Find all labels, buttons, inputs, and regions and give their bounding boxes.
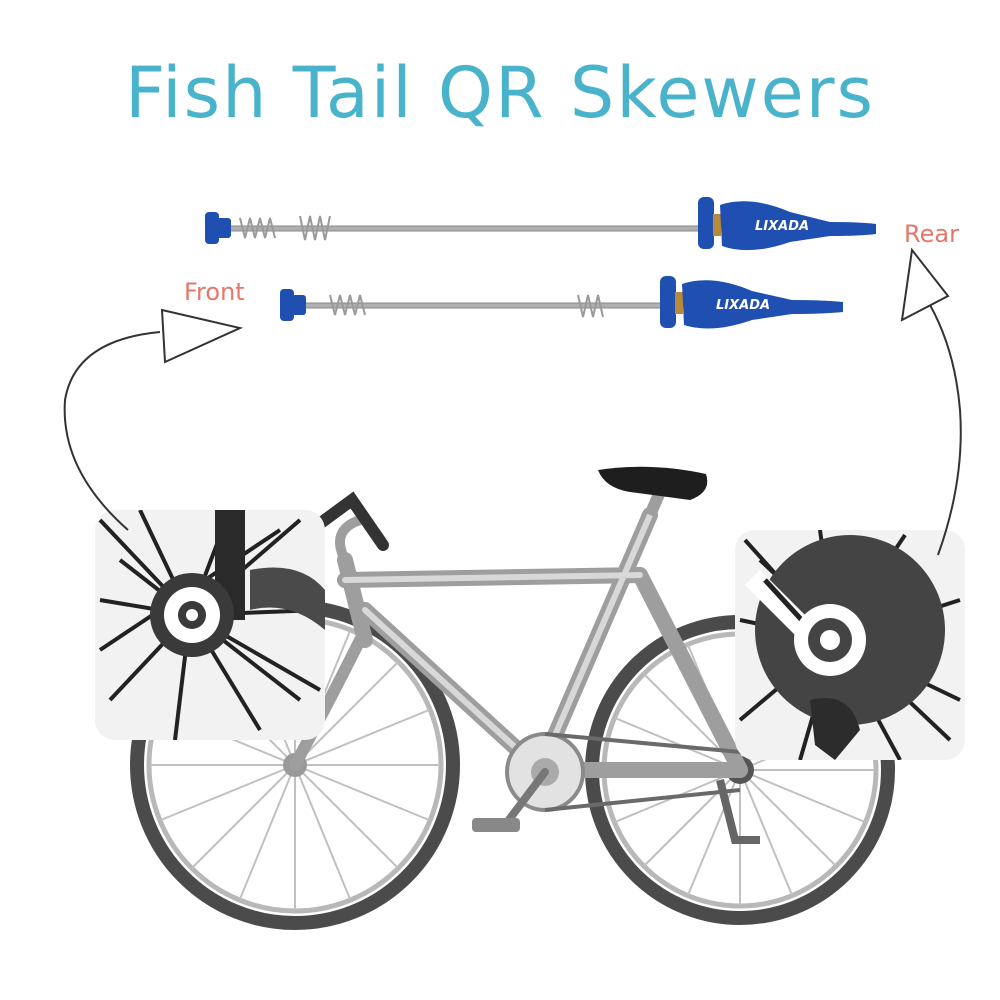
rear-skewer-icon: LIXADA [205, 197, 876, 251]
front-label: Front [184, 278, 245, 306]
rear-hub-detail-icon [735, 530, 965, 760]
rear-label: Rear [904, 220, 959, 248]
brand-mark: LIXADA [716, 298, 770, 313]
bicycle-icon [130, 466, 895, 930]
brand-mark: LIXADA [755, 219, 809, 234]
front-skewer-icon: LIXADA [280, 276, 843, 329]
page-title: Fish Tail QR Skewers [124, 52, 875, 134]
front-hub-detail-icon [95, 510, 325, 740]
arrow-icon [63, 247, 962, 556]
